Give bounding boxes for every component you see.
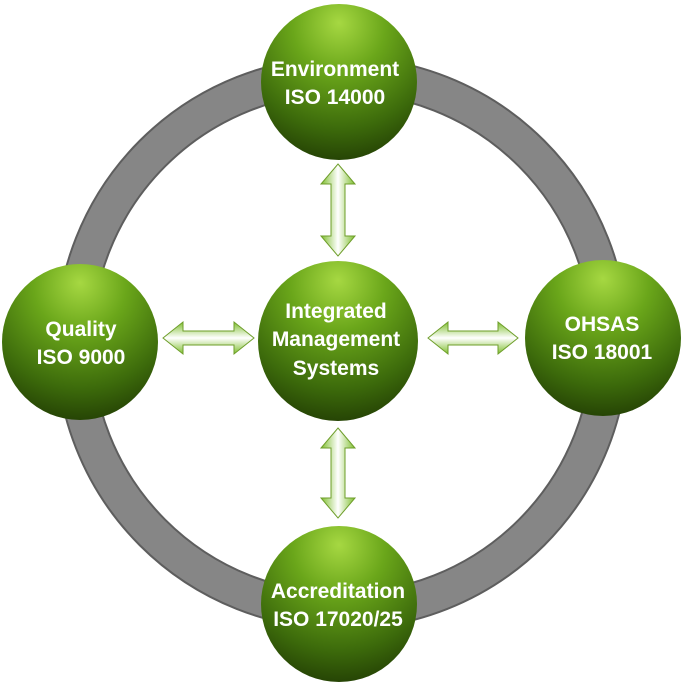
node-bottom-line1: Accreditation: [271, 580, 405, 603]
node-right-line2: ISO 18001: [552, 341, 653, 364]
node-center: Integrated Management Systems: [258, 261, 418, 421]
node-top: Environment ISO 14000: [261, 4, 417, 160]
node-left-line2: ISO 9000: [37, 346, 126, 369]
arrow-center-left: [162, 320, 255, 356]
arrow-center-bottom: [319, 427, 357, 519]
node-center-line2: Management: [272, 328, 400, 351]
sphere-integrated-management: [258, 261, 418, 421]
node-center-line3: Systems: [293, 357, 379, 380]
arrow-center-top: [319, 163, 357, 257]
node-top-line1: Environment: [271, 58, 399, 81]
sphere-ohsas: [525, 260, 681, 416]
node-right-line1: OHSAS: [565, 313, 640, 336]
node-bottom-line2: ISO 17020/25: [273, 608, 403, 631]
node-center-line1: Integrated: [285, 300, 387, 323]
node-right: OHSAS ISO 18001: [525, 260, 681, 416]
sphere-accreditation: [261, 526, 417, 682]
sphere-environment: [261, 4, 417, 160]
node-bottom: Accreditation ISO 17020/25: [261, 526, 417, 682]
sphere-quality: [2, 264, 158, 420]
arrow-center-right: [427, 320, 519, 356]
node-left-line1: Quality: [45, 318, 117, 341]
node-top-line2: ISO 14000: [285, 86, 385, 109]
node-left: Quality ISO 9000: [2, 264, 158, 420]
